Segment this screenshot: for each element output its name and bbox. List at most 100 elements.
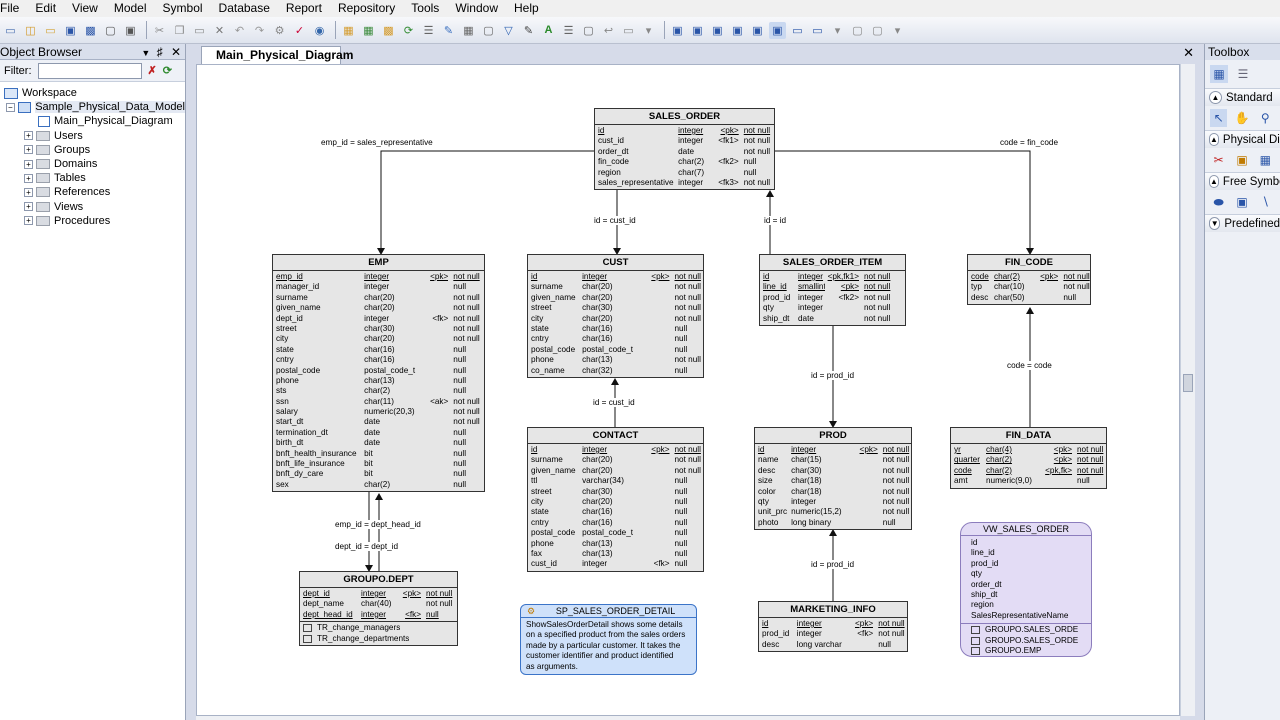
image-icon[interactable]: ▩ (383, 24, 394, 37)
relationship-line[interactable] (775, 150, 1034, 255)
toolbar-more-icon[interactable]: ▾ (645, 24, 652, 37)
print-icon[interactable]: ▢ (105, 24, 116, 37)
text-icon[interactable]: A (544, 24, 553, 36)
clear-filter-icon[interactable]: ✗ (147, 65, 157, 77)
toolbar-more-icon[interactable]: ▾ (834, 24, 841, 37)
toolbox-section-standard[interactable]: ▲Standard (1205, 88, 1280, 106)
arrange-icon[interactable]: ▢ (483, 24, 494, 37)
save-icon[interactable]: ▣ (65, 24, 76, 37)
generate-icon[interactable]: ◉ (314, 24, 325, 37)
grid-icon[interactable]: ▦ (463, 24, 474, 37)
tree-workspace[interactable]: Workspace (0, 86, 185, 100)
pin-icon[interactable]: ♯ (156, 44, 163, 59)
close-tab-icon[interactable]: ✕ (1183, 45, 1194, 60)
zoom-in-icon[interactable]: ▣ (692, 24, 703, 37)
report-icon[interactable]: ▢ (852, 24, 863, 37)
zoom-out-icon[interactable]: ▣ (712, 24, 723, 37)
zoom-page-icon[interactable]: ▣ (732, 24, 743, 37)
tree-item[interactable]: +Domains (0, 157, 185, 171)
menu-report[interactable]: Report (285, 1, 322, 15)
menu-tools[interactable]: Tools (411, 1, 440, 15)
cut-icon[interactable]: ✂ (1213, 153, 1224, 167)
zoom-selection-icon[interactable]: ▣ (752, 24, 763, 37)
package-icon[interactable]: ▣ (1236, 153, 1248, 167)
tree-item[interactable]: +Groups (0, 143, 185, 157)
fill-color-icon[interactable]: ✎ (523, 24, 534, 37)
screen-icon[interactable]: ▭ (812, 24, 823, 37)
toolbox-section-free-symbols[interactable]: ▲Free Symbo (1205, 172, 1280, 190)
browser-icon[interactable]: ▦ (343, 24, 354, 37)
menu-edit[interactable]: Edit (35, 1, 57, 15)
print-preview-icon[interactable]: ▣ (125, 24, 136, 37)
tree-item[interactable]: +Users (0, 129, 185, 143)
text-color-icon[interactable]: ▽ (504, 24, 513, 37)
relationship-line[interactable] (377, 150, 595, 255)
diagram-canvas[interactable]: emp_id = sales_representative code = fin… (196, 64, 1180, 716)
paste-icon[interactable]: ▭ (194, 24, 205, 37)
list-view-icon[interactable]: ☰ (1237, 67, 1249, 81)
vertical-scrollbar[interactable] (1180, 64, 1195, 716)
align-icon[interactable]: ☰ (563, 24, 574, 37)
expand-icon[interactable]: + (24, 131, 33, 141)
expand-icon[interactable]: + (24, 216, 33, 226)
toolbar-more-icon[interactable]: ▾ (894, 24, 901, 37)
table-icon[interactable]: ▦ (1259, 153, 1271, 167)
tree-item[interactable]: +Views (0, 200, 185, 214)
tree-item[interactable]: +Procedures (0, 214, 185, 228)
dropdown-icon[interactable]: ▼ (141, 47, 151, 58)
export-icon[interactable]: ▢ (872, 24, 883, 37)
tree-item[interactable]: +References (0, 185, 185, 199)
properties-icon[interactable]: ⚙ (274, 24, 285, 37)
expand-icon[interactable]: + (24, 187, 33, 197)
close-icon[interactable]: ✕ (170, 44, 181, 59)
refresh-icon[interactable]: ⟳ (403, 24, 414, 37)
